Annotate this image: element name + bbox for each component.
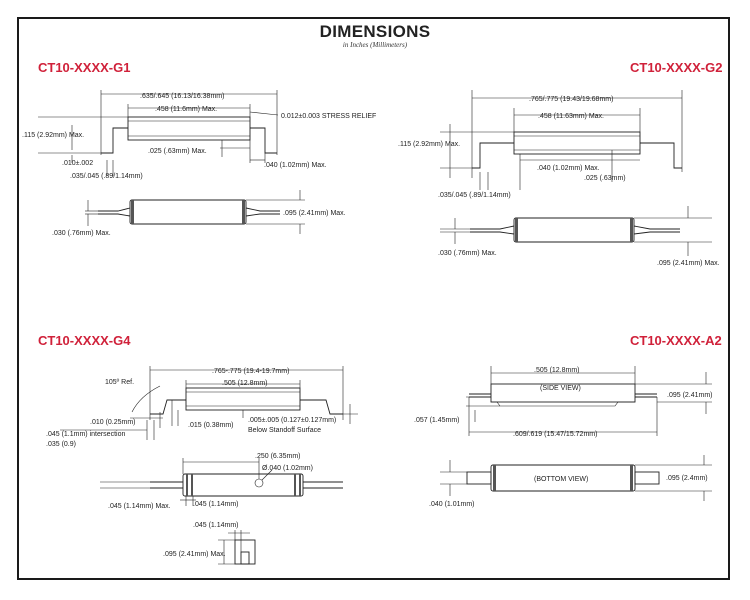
- g1-overall-dim: .635/.645 (16.13/16.38mm): [140, 93, 224, 100]
- g4-side-view: [60, 366, 358, 440]
- g2-body-length-dim: .458 (11.63mm) Max.: [538, 113, 604, 120]
- g1-lead-thickness-dim: .010±.002: [62, 160, 93, 167]
- part-label-a2: CT10-XXXX-A2: [630, 333, 722, 348]
- g4-intersection-dim: .045 (1.1mm) intersection: [46, 431, 125, 438]
- g2-overall-dim: .765/.775 (19.43/19.68mm): [529, 96, 613, 103]
- part-label-g2: CT10-XXXX-G2: [630, 60, 723, 75]
- g1-side-view: [38, 90, 279, 176]
- g4-overall-dim: .765-.775 (19.4-19.7mm): [212, 368, 289, 375]
- a2-bottom-view: [440, 455, 712, 501]
- g1-bend-dim: .035/.045 (.89/1.14mm): [70, 173, 143, 180]
- drawing-frame: [17, 17, 730, 580]
- g4-tab-height-dim: .095 (2.41mm) Max.: [163, 551, 226, 558]
- g4-lead-thickness-dim: .010 (0.25mm): [90, 419, 136, 426]
- g1-top-view: [85, 190, 305, 234]
- g4-top-view: [100, 458, 343, 506]
- g4-intersection2-dim: .035 (0.9): [46, 441, 76, 448]
- a2-overall-dim: .609/.619 (15.47/15.72mm): [513, 431, 597, 438]
- g1-stress-relief-dim: 0.012±0.003 STRESS RELIEF: [281, 113, 376, 120]
- g1-height-dim: .115 (2.92mm) Max.: [22, 132, 84, 139]
- g1-standoff-dim: .025 (.63mm) Max.: [148, 148, 207, 155]
- page-title: DIMENSIONS: [319, 22, 431, 41]
- a2-width-dim: .095 (2.4mm): [666, 475, 708, 482]
- a2-lead-height-dim: .057 (1.45mm): [414, 417, 460, 424]
- a2-body-length-dim: .505 (12.8mm): [534, 367, 580, 374]
- g2-bend-dim: .035/.045 (.89/1.14mm): [438, 192, 511, 199]
- g4-band-dim: .045 (1.14mm): [193, 501, 239, 508]
- g2-diameter-dim: .095 (2.41mm) Max.: [657, 260, 720, 267]
- g1-lead-length-dim: .040 (1.02mm) Max.: [264, 162, 327, 169]
- page-subtitle: in Inches (Millimeters): [342, 41, 408, 49]
- g2-side-view: [440, 90, 683, 190]
- g4-end-view: [218, 530, 256, 565]
- a2-bottom-view-label: (BOTTOM VIEW): [534, 476, 588, 483]
- g4-hole-diameter-dim: Ø.040 (1.02mm): [262, 465, 313, 472]
- part-label-g4: CT10-XXXX-G4: [38, 333, 131, 348]
- g1-body-length-dim: .458 (11.6mm) Max.: [155, 106, 217, 113]
- a2-side-view-label: (SIDE VIEW): [540, 385, 581, 392]
- g1-diameter-dim: .095 (2.41mm) Max.: [283, 210, 346, 217]
- g2-wire-dim: .030 (.76mm) Max.: [438, 250, 497, 257]
- g1-wire-dim: .030 (.76mm) Max.: [52, 230, 111, 237]
- g4-body-length-dim: .505 (12.8mm): [222, 380, 268, 387]
- g4-angle-ref: 105º Ref.: [105, 379, 134, 386]
- a2-height-dim: .095 (2.41mm): [667, 392, 713, 399]
- a2-side-view: [466, 366, 712, 436]
- g4-hole-position-dim: .250 (6.35mm): [255, 453, 301, 460]
- g4-standoff-dim: .015 (0.38mm): [188, 422, 234, 429]
- g4-tab-width-dim: .045 (1.14mm): [193, 522, 239, 529]
- part-label-g1: CT10-XXXX-G1: [38, 60, 131, 75]
- g2-lead-length-dim: .040 (1.02mm) Max.: [537, 165, 600, 172]
- g4-standoff2-note: Below Standoff Surface: [248, 427, 321, 434]
- g2-top-view: [440, 206, 712, 256]
- a2-lead-width-dim: .040 (1.01mm): [429, 501, 475, 508]
- g2-standoff-dim: .025 (.63mm): [584, 175, 626, 182]
- g2-height-dim: .115 (2.92mm) Max.: [398, 141, 460, 148]
- g4-standoff2-dim: .005±.005 (0.127±0.127mm): [248, 417, 336, 424]
- g4-lead-width-dim: .045 (1.14mm) Max.: [108, 503, 171, 510]
